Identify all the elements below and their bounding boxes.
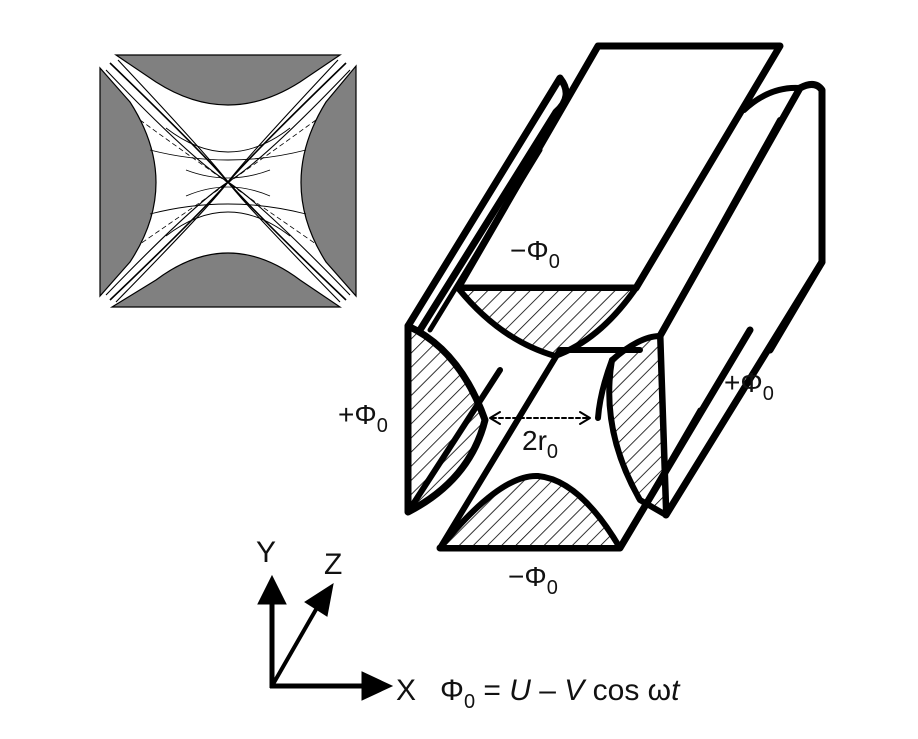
- label-left-potential: +Φ0: [338, 399, 388, 437]
- inset-electrode-right: [300, 64, 357, 298]
- label-bottom-potential: −Φ0: [508, 561, 558, 599]
- quadrupole-rods: [404, 42, 826, 552]
- cross-section-inset: [99, 54, 357, 308]
- label-separation: 2r0: [522, 425, 558, 463]
- axis-label-y: Y: [256, 536, 276, 569]
- inset-electrode-bottom: [109, 252, 342, 308]
- label-right-potential: +Φ0: [724, 367, 774, 405]
- y-axis-arrowhead: [257, 574, 287, 605]
- inset-electrode-left: [99, 66, 157, 298]
- axis-label-z: Z: [324, 548, 342, 581]
- x-axis-arrowhead: [361, 671, 394, 701]
- z-axis-line: [270, 605, 320, 687]
- inset-electrode-top: [114, 54, 342, 106]
- label-top-potential: −Φ0: [510, 235, 560, 273]
- coordinate-axes: [257, 574, 394, 701]
- inset-electrodes: [99, 54, 357, 308]
- z-axis-arrowhead: [304, 582, 334, 617]
- separation-arrow: [489, 411, 591, 425]
- axis-label-x: X: [396, 674, 416, 707]
- drive-equation: Φ0 = U – V cos ωt: [440, 674, 681, 713]
- rod-left: [404, 74, 570, 516]
- rod-bottom: [436, 326, 754, 552]
- ion-trajectories: [105, 59, 351, 303]
